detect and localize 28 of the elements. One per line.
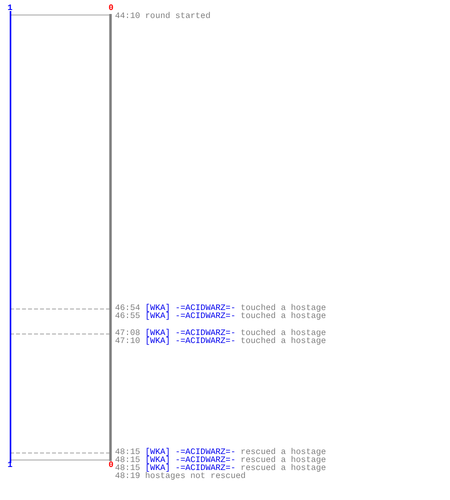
event-text: hostages not rescued <box>145 472 246 480</box>
event-text: touched a hostage <box>240 304 326 312</box>
player-name: [WKA] -=ACIDWARZ=- <box>145 456 236 464</box>
score-number: 0 <box>108 4 114 12</box>
event-text: rescued a hostage <box>240 456 326 464</box>
event-text: touched a hostage <box>240 312 326 320</box>
player-name: [WKA] -=ACIDWARZ=- <box>145 312 236 320</box>
player-name: [WKA] -=ACIDWARZ=- <box>145 464 236 472</box>
event-text: rescued a hostage <box>240 464 326 472</box>
event-text: round started <box>145 12 210 20</box>
score-number: 0 <box>108 461 114 469</box>
timestamp: 47:10 <box>115 337 140 345</box>
timestamp: 48:15 <box>115 456 140 464</box>
score-number: 1 <box>7 4 13 12</box>
timestamp: 46:54 <box>115 304 140 312</box>
player-name: [WKA] -=ACIDWARZ=- <box>145 329 236 337</box>
player-name: [WKA] -=ACIDWARZ=- <box>145 448 236 456</box>
timestamp: 46:55 <box>115 312 140 320</box>
event-text: touched a hostage <box>240 337 326 345</box>
timestamp: 48:15 <box>115 464 140 472</box>
timestamp: 47:08 <box>115 329 140 337</box>
player-name: [WKA] -=ACIDWARZ=- <box>145 304 236 312</box>
player-name: [WKA] -=ACIDWARZ=- <box>145 337 236 345</box>
timestamp: 48:15 <box>115 448 140 456</box>
event-text: rescued a hostage <box>240 448 326 456</box>
timestamp: 48:19 <box>115 472 140 480</box>
event-text: touched a hostage <box>240 329 326 337</box>
timestamp: 44:10 <box>115 12 140 20</box>
